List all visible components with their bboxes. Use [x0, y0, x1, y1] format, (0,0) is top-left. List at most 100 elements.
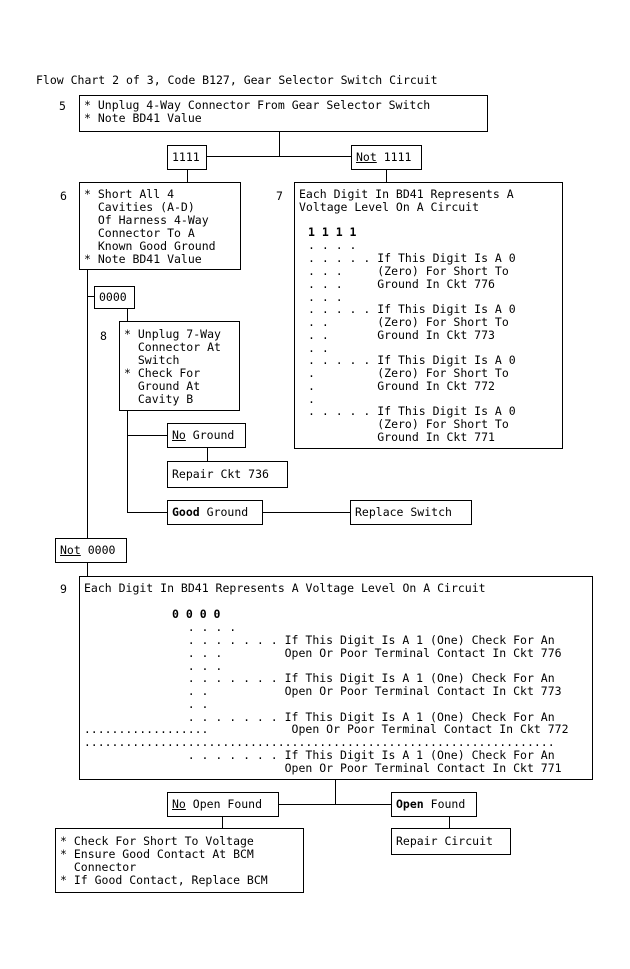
step-9-row: . . . . . . . If This Digit Is A 1 (One)…	[70, 633, 555, 647]
branch-no-open-found: No Open Found	[167, 792, 279, 817]
step-7-row: . . . . . If This Digit Is A 0	[308, 302, 516, 316]
connector-line	[127, 512, 168, 513]
branch-good-ground: Good Ground	[167, 500, 263, 525]
step-6-box: * Short All 4 Cavities (A-D) Of Harness …	[79, 182, 241, 270]
no-open-no: No	[172, 797, 186, 811]
step-7-row: . . . (Zero) For Short To	[308, 264, 509, 278]
step-7-row: . .	[308, 341, 329, 355]
open-found-open: Open	[396, 797, 424, 811]
no-ground-no: No	[172, 428, 186, 442]
connector-line	[127, 309, 128, 322]
step-9-row: ........................................…	[70, 735, 555, 749]
step-7-row: . Ground In Ckt 772	[308, 379, 495, 393]
not-0000-not: Not	[60, 543, 81, 557]
branch-not-1111-value: 1111	[383, 150, 412, 164]
step-5-line-2: * Note BD41 Value	[84, 111, 202, 125]
page-title: Flow Chart 2 of 3, Code B127, Gear Selec…	[36, 73, 438, 87]
step-9-row: . . . . . . . If This Digit Is A 1 (One)…	[70, 748, 555, 762]
connector-line	[187, 170, 188, 183]
step-6-line-1: * Short All 4	[84, 187, 175, 201]
step-9-row: . . . Open Or Poor Terminal Contact In C…	[70, 646, 562, 660]
connector-line	[87, 270, 88, 538]
step-5-box: * Unplug 4-Way Connector From Gear Selec…	[79, 95, 488, 132]
step-8-line-3: Switch	[124, 353, 180, 367]
good-ground-rest: Ground	[206, 505, 249, 519]
branch-not-1111: Not 1111	[351, 145, 422, 170]
step-7-row: Ground In Ckt 771	[308, 430, 495, 444]
no-ground-rest: Ground	[192, 428, 235, 442]
branch-not-1111-not: Not	[356, 150, 377, 164]
replace-switch-box: Replace Switch	[350, 500, 472, 525]
connector-line	[127, 411, 128, 512]
step-7-row: .	[308, 392, 315, 406]
step-9-row: Open Or Poor Terminal Contact In Ckt 771	[70, 761, 562, 775]
step-9-row: . . Open Or Poor Terminal Contact In Ckt…	[70, 684, 562, 698]
step-6-line-2: Cavities (A-D)	[84, 200, 195, 214]
step-7-row: . . (Zero) For Short To	[308, 315, 509, 329]
step-7-line-2: Voltage Level On A Circuit	[299, 200, 480, 214]
step-9-digits: 0 0 0 0	[172, 607, 221, 621]
connector-line	[87, 563, 88, 576]
branch-no-ground: No Ground	[167, 423, 246, 448]
step-7-row: . . . . . If This Digit Is A 0	[308, 404, 516, 418]
step-8-number: 8	[100, 329, 107, 343]
step-8-line-4: * Check For	[124, 366, 201, 380]
step-9-row: .................. Open Or Poor Terminal…	[70, 722, 569, 736]
connector-line	[87, 296, 95, 297]
branch-1111: 1111	[167, 145, 207, 170]
no-open-rest: Open Found	[192, 797, 263, 811]
step-9-box: Each Digit In BD41 Represents A Voltage …	[79, 576, 593, 780]
step-7-row: . (Zero) For Short To	[308, 366, 509, 380]
connector-line	[263, 512, 351, 513]
open-found-rest: Found	[430, 797, 466, 811]
not-0000-value: 0000	[87, 543, 116, 557]
connector-line	[335, 780, 336, 804]
connector-line	[207, 448, 208, 462]
step-8-line-1: * Unplug 7-Way	[124, 327, 221, 341]
final-line-2: * Ensure Good Contact At BCM	[60, 847, 254, 861]
step-7-row: . . . . . If This Digit Is A 0	[308, 353, 516, 367]
step-9-row: . . . . . . . If This Digit Is A 1 (One)…	[70, 671, 555, 685]
step-9-row: . . .	[70, 659, 223, 673]
step-7-row: . . . .	[308, 238, 357, 252]
final-actions-box: * Check For Short To Voltage * Ensure Go…	[55, 828, 304, 893]
step-9-line-1: Each Digit In BD41 Represents A Voltage …	[84, 581, 486, 595]
step-5-number: 5	[59, 99, 66, 113]
step-7-number: 7	[276, 189, 283, 203]
final-line-3: Connector	[60, 860, 137, 874]
step-7-row: . . .	[308, 290, 343, 304]
step-6-line-3: Of Harness 4-Way	[84, 213, 209, 227]
replace-switch-label: Replace Switch	[355, 505, 452, 519]
step-7-row: . . Ground In Ckt 773	[308, 328, 495, 342]
step-7-row: . . . Ground In Ckt 776	[308, 277, 495, 291]
good-ground-good: Good	[172, 505, 200, 519]
step-7-row: (Zero) For Short To	[308, 417, 509, 431]
step-7-digits: 1 1 1 1	[308, 225, 357, 239]
step-7-box: Each Digit In BD41 Represents A Voltage …	[294, 182, 563, 449]
branch-0000-label: 0000	[99, 290, 127, 304]
step-6-line-4: Connector To A	[84, 226, 195, 240]
repair-ckt-736-box: Repair Ckt 736	[167, 461, 288, 488]
repair-circuit-label: Repair Circuit	[396, 834, 493, 848]
step-8-box: * Unplug 7-Way Connector At Switch * Che…	[119, 321, 240, 411]
connector-line	[279, 132, 280, 157]
branch-open-found: Open Found	[391, 792, 477, 817]
connector-line	[206, 156, 352, 157]
step-8-line-5: Ground At	[124, 379, 201, 393]
step-9-row: . .	[70, 697, 209, 711]
final-line-1: * Check For Short To Voltage	[60, 834, 254, 848]
connector-line	[278, 804, 392, 805]
step-6-line-5: Known Good Ground	[84, 239, 216, 253]
repair-circuit-box: Repair Circuit	[391, 828, 511, 855]
repair-ckt-736-label: Repair Ckt 736	[172, 467, 269, 481]
step-6-line-6: * Note BD41 Value	[84, 252, 202, 266]
step-8-line-2: Connector At	[124, 340, 221, 354]
step-8-line-6: Cavity B	[124, 392, 194, 406]
connector-line	[449, 817, 450, 829]
connector-line	[386, 170, 387, 183]
step-7-row: . . . . . If This Digit Is A 0	[308, 251, 516, 265]
connector-line	[127, 435, 168, 436]
step-9-row: . . . .	[70, 620, 237, 634]
step-5-line-1: * Unplug 4-Way Connector From Gear Selec…	[84, 98, 431, 112]
branch-not-0000: Not 0000	[55, 538, 127, 563]
